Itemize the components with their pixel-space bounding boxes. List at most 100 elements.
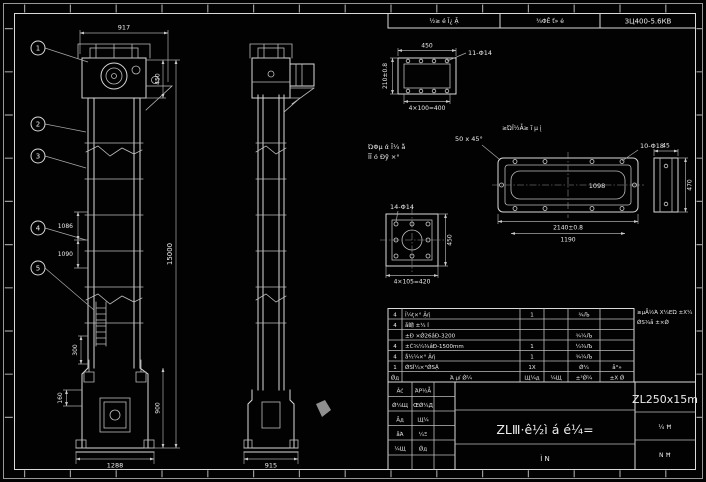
channel-holes-note: 11-Φ14 bbox=[468, 49, 492, 57]
side-foot-right bbox=[289, 439, 299, 449]
dim-front-head-height: 450 bbox=[155, 73, 162, 85]
dim-front-total-height: 15000 bbox=[166, 243, 174, 265]
side-foot-left bbox=[243, 439, 253, 449]
balloon-3: 3 bbox=[36, 153, 40, 161]
side-break-lower bbox=[255, 293, 287, 303]
channel-ext-bottom bbox=[403, 94, 451, 104]
front-head-casing bbox=[81, 57, 147, 99]
parts-header-material: ±³Ǿ¼ bbox=[576, 375, 593, 382]
dim-side-bottom-width: 915 bbox=[265, 462, 277, 470]
side-casing bbox=[257, 94, 285, 391]
weld-note-line1: ΏΦμ ά Ĩ¼ ẫ bbox=[367, 142, 405, 151]
parts-row-2-desc: ±Ð ×Ǿ26ắÐ-3200 bbox=[405, 333, 456, 340]
front-boot-casing bbox=[75, 367, 155, 453]
side-view: 915 bbox=[243, 43, 331, 470]
tb-row-0-c0: Ãć bbox=[397, 388, 404, 395]
front-view: 1 2 3 4 5 917 15000 450 900 1086 1090 30… bbox=[30, 24, 180, 470]
parts-row-3-material: ¼¾Љ bbox=[576, 344, 593, 350]
parts-header-qty: Щ¼д bbox=[524, 376, 539, 382]
plate-top-note: ≥ΏЇ½Ẫ≥ ĩ µ į bbox=[502, 124, 542, 132]
tb-row-4-c1: Ǿд bbox=[419, 446, 427, 453]
balloon-2-circle bbox=[30, 116, 46, 132]
parts-row-5-note: ẵ°» bbox=[612, 364, 622, 371]
parts-row-4-material: ¾¼Љ bbox=[576, 355, 593, 361]
head-pulley-outer bbox=[100, 62, 128, 90]
title-block: Ãć ΆΡ½Ẫ Ǿ¼Щ ŒǾ¼Д Āд Щ¼ ẫΆ ¼Ξ ¼Щ Ǿд ZLⅢ·ê… bbox=[387, 381, 698, 470]
side-break-upper bbox=[255, 145, 287, 155]
dim-plate-end-width: 45 bbox=[662, 143, 670, 150]
balloon-4: 4 bbox=[36, 225, 41, 233]
motor-shaft-front bbox=[151, 76, 159, 84]
tb-row-1-c0: Ǿ¼Щ bbox=[392, 402, 408, 409]
side-note-line1: ≥µẪ½Ά Х¼ΕΏ ±Х¼ bbox=[637, 308, 693, 316]
strip-label-1: ½≥ é Ĩ¿ Ặ bbox=[429, 18, 459, 25]
parts-header-desc: Ά µí Ǿ¼ bbox=[450, 375, 473, 382]
plate-end-ext-top bbox=[653, 149, 679, 156]
tb-right-small-1: ¼ Ħ bbox=[658, 424, 671, 431]
head-pulley-inner bbox=[105, 67, 123, 85]
parts-row-2-material: ¾¼Љ bbox=[576, 334, 593, 340]
channel-holes-leader bbox=[446, 52, 467, 62]
side-head-casing bbox=[251, 57, 291, 99]
balloon-3-circle bbox=[30, 148, 46, 164]
head-pulley-shaft bbox=[111, 73, 117, 79]
channel-inner bbox=[403, 63, 451, 89]
dim-front-left-boot: 160 bbox=[57, 392, 64, 404]
parts-row-5-material: Ǿ¼ bbox=[579, 364, 589, 371]
bucket-chain-detail bbox=[95, 301, 107, 347]
tb-right-small-2: Ν Ħ bbox=[659, 452, 671, 459]
strip-label-2: ¾ΦÊ ť» ė bbox=[536, 17, 564, 25]
dim-front-left-upper: 1086 bbox=[58, 223, 73, 230]
side-pulley-shaft bbox=[267, 70, 275, 78]
side-boot-casing bbox=[243, 389, 299, 453]
parts-table-rows-lines bbox=[387, 318, 635, 372]
channel-outline bbox=[397, 57, 457, 95]
detail-flange: 14-Φ14 4×105=420 450 bbox=[380, 203, 454, 286]
dim-channel-height: 210±0.8 bbox=[382, 63, 389, 89]
plate-end-view bbox=[653, 157, 679, 213]
title-block-middle-lines bbox=[454, 409, 636, 445]
side-door bbox=[261, 401, 281, 429]
parts-table-cols-lines bbox=[401, 308, 601, 383]
parts-row-1-no: 4 bbox=[393, 323, 397, 329]
inspection-door bbox=[99, 397, 131, 433]
title-block-right-lines bbox=[634, 411, 696, 441]
outer-border bbox=[3, 3, 703, 479]
dim-ext-left bbox=[74, 211, 88, 269]
front-section-joints bbox=[84, 142, 144, 324]
front-handrail bbox=[77, 43, 151, 59]
front-casing bbox=[87, 97, 141, 369]
door-handle bbox=[109, 409, 121, 421]
parts-row-4-no: 4 bbox=[393, 355, 397, 361]
dim-channel-width: 450 bbox=[421, 43, 433, 50]
plate-chamfer-note: 50 x 45° bbox=[455, 135, 483, 143]
flange-holes-note: 14-Φ14 bbox=[390, 203, 414, 211]
dim-front-left-lower: 1090 bbox=[58, 251, 73, 258]
plate-end-inner bbox=[659, 157, 673, 213]
parts-header-note: ±Х Ǿ bbox=[610, 375, 625, 382]
drive-sprocket bbox=[131, 65, 141, 75]
tb-row-3-c0: ẫΆ bbox=[396, 431, 403, 438]
plate-bolt-holes bbox=[499, 159, 637, 211]
parts-row-3-no: 4 bbox=[393, 344, 397, 350]
inspection-door-inner bbox=[103, 401, 127, 429]
plate-holes-note: 10-Φ18 bbox=[640, 142, 664, 150]
side-section-joints bbox=[255, 142, 287, 324]
motor-platform-front bbox=[81, 85, 174, 111]
break-line-lower bbox=[85, 293, 143, 305]
plate-end-hole-top bbox=[663, 163, 669, 169]
channel-ext-left bbox=[390, 57, 398, 95]
tb-row-2-c0: Āд bbox=[396, 417, 404, 424]
weld-note-line2: ĨĨ ό Ðỹ ×° bbox=[367, 152, 400, 161]
side-handrail bbox=[249, 43, 293, 59]
dim-flange-spacing: 4×105=420 bbox=[394, 279, 431, 286]
balloon-2: 2 bbox=[36, 121, 40, 129]
parts-table: 4 Ĩ¼ț×° Ặή 1 ¾Љ 4 ẫ岰 ±¼ Í ±Ð ×Ǿ26ắÐ-3200… bbox=[387, 308, 635, 383]
parts-row-1-desc: ẫ岰 ±¼ Í bbox=[405, 321, 429, 329]
drawing-title: ZLⅢ·ê½ì á é¼= bbox=[496, 422, 593, 437]
plate-center-label: 1098 bbox=[589, 182, 606, 190]
boot-foot-right bbox=[143, 439, 155, 449]
strip-grid bbox=[387, 13, 696, 29]
detail-plate: 1098 10-Φ18 50 x 45° ≥ΏЇ½Ẫ≥ ĩ µ į 2140±0… bbox=[455, 124, 694, 244]
dim-front-boot-height: 900 bbox=[155, 402, 162, 414]
